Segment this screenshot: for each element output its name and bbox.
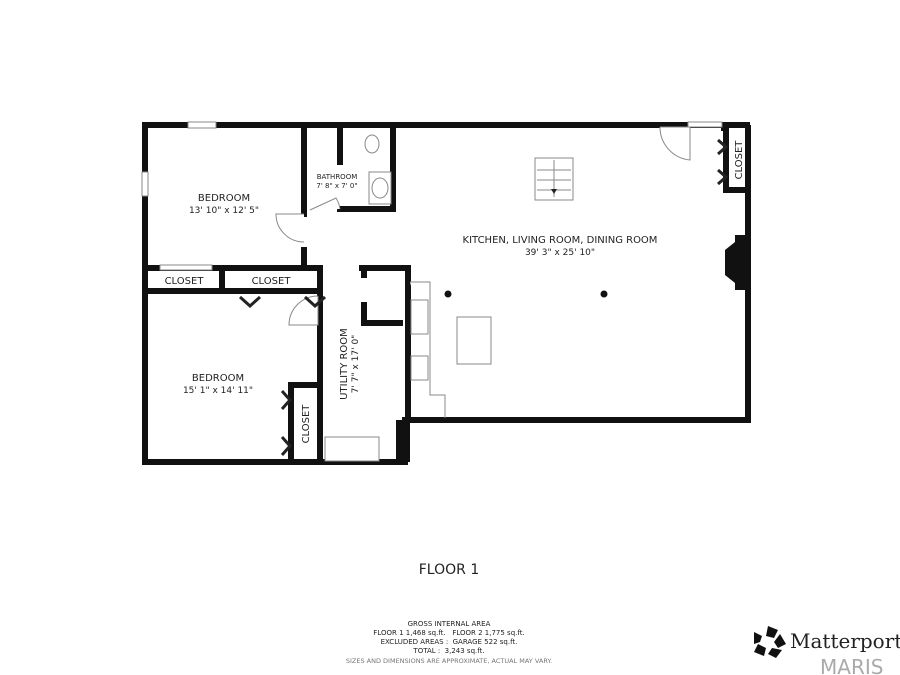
- closet2-label: CLOSET: [252, 276, 292, 287]
- door-swing-bedroom1: [275, 213, 305, 243]
- walls: [142, 122, 751, 465]
- closet1-label: CLOSET: [165, 276, 205, 287]
- watermark: MARIS: [820, 655, 883, 675]
- room-labels: BEDROOM 13' 10" x 12' 5" BATHROOM 7' 8" …: [165, 140, 745, 444]
- bedroom1-dims: 13' 10" x 12' 5": [189, 206, 259, 216]
- column: [444, 290, 452, 298]
- fixtures: [141, 121, 746, 462]
- area-summary: GROSS INTERNAL AREA FLOOR 1 1,468 sq.ft.…: [346, 620, 552, 665]
- area-line1: FLOOR 1 1,468 sq.ft. FLOOR 2 1,775 sq.ft…: [373, 629, 524, 637]
- utility-dims: 7' 7" x 17' 0": [351, 335, 361, 394]
- utility-name: UTILITY ROOM: [339, 328, 350, 400]
- bedroom2-dims: 15' 1" x 14' 11": [183, 386, 253, 396]
- main-room-name: KITCHEN, LIVING ROOM, DINING ROOM: [463, 235, 658, 246]
- door-swing-bedroom2: [288, 295, 319, 326]
- main-room-dims: 39' 3" x 25' 10": [525, 248, 595, 258]
- floor-label: FLOOR 1: [419, 562, 479, 578]
- door-swing-entry: [659, 126, 691, 161]
- bedroom1-name: BEDROOM: [198, 193, 250, 204]
- disclaimer: SIZES AND DIMENSIONS ARE APPROXIMATE, AC…: [346, 657, 552, 665]
- stove: [410, 355, 429, 381]
- matterport-logo-icon: [754, 626, 786, 658]
- matterport-logo: Matterport MARIS: [754, 626, 900, 675]
- closet3-label: CLOSET: [301, 404, 312, 444]
- bathroom-dims: 7' 8" x 7' 0": [316, 182, 357, 190]
- closet4-label: CLOSET: [734, 140, 745, 180]
- matterport-logo-text: Matterport: [790, 629, 900, 653]
- column: [600, 290, 608, 298]
- bedroom2-name: BEDROOM: [192, 373, 244, 384]
- sink: [410, 299, 429, 335]
- door-swing-bathroom: [309, 197, 341, 211]
- bathroom-name: BATHROOM: [317, 173, 358, 181]
- area-line2: EXCLUDED AREAS : GARAGE 522 sq.ft.: [381, 638, 518, 646]
- area-line3: TOTAL : 3,243 sq.ft.: [412, 647, 484, 655]
- kitchen-island: [456, 316, 492, 365]
- area-heading: GROSS INTERNAL AREA: [408, 620, 491, 628]
- fireplace: [725, 235, 746, 290]
